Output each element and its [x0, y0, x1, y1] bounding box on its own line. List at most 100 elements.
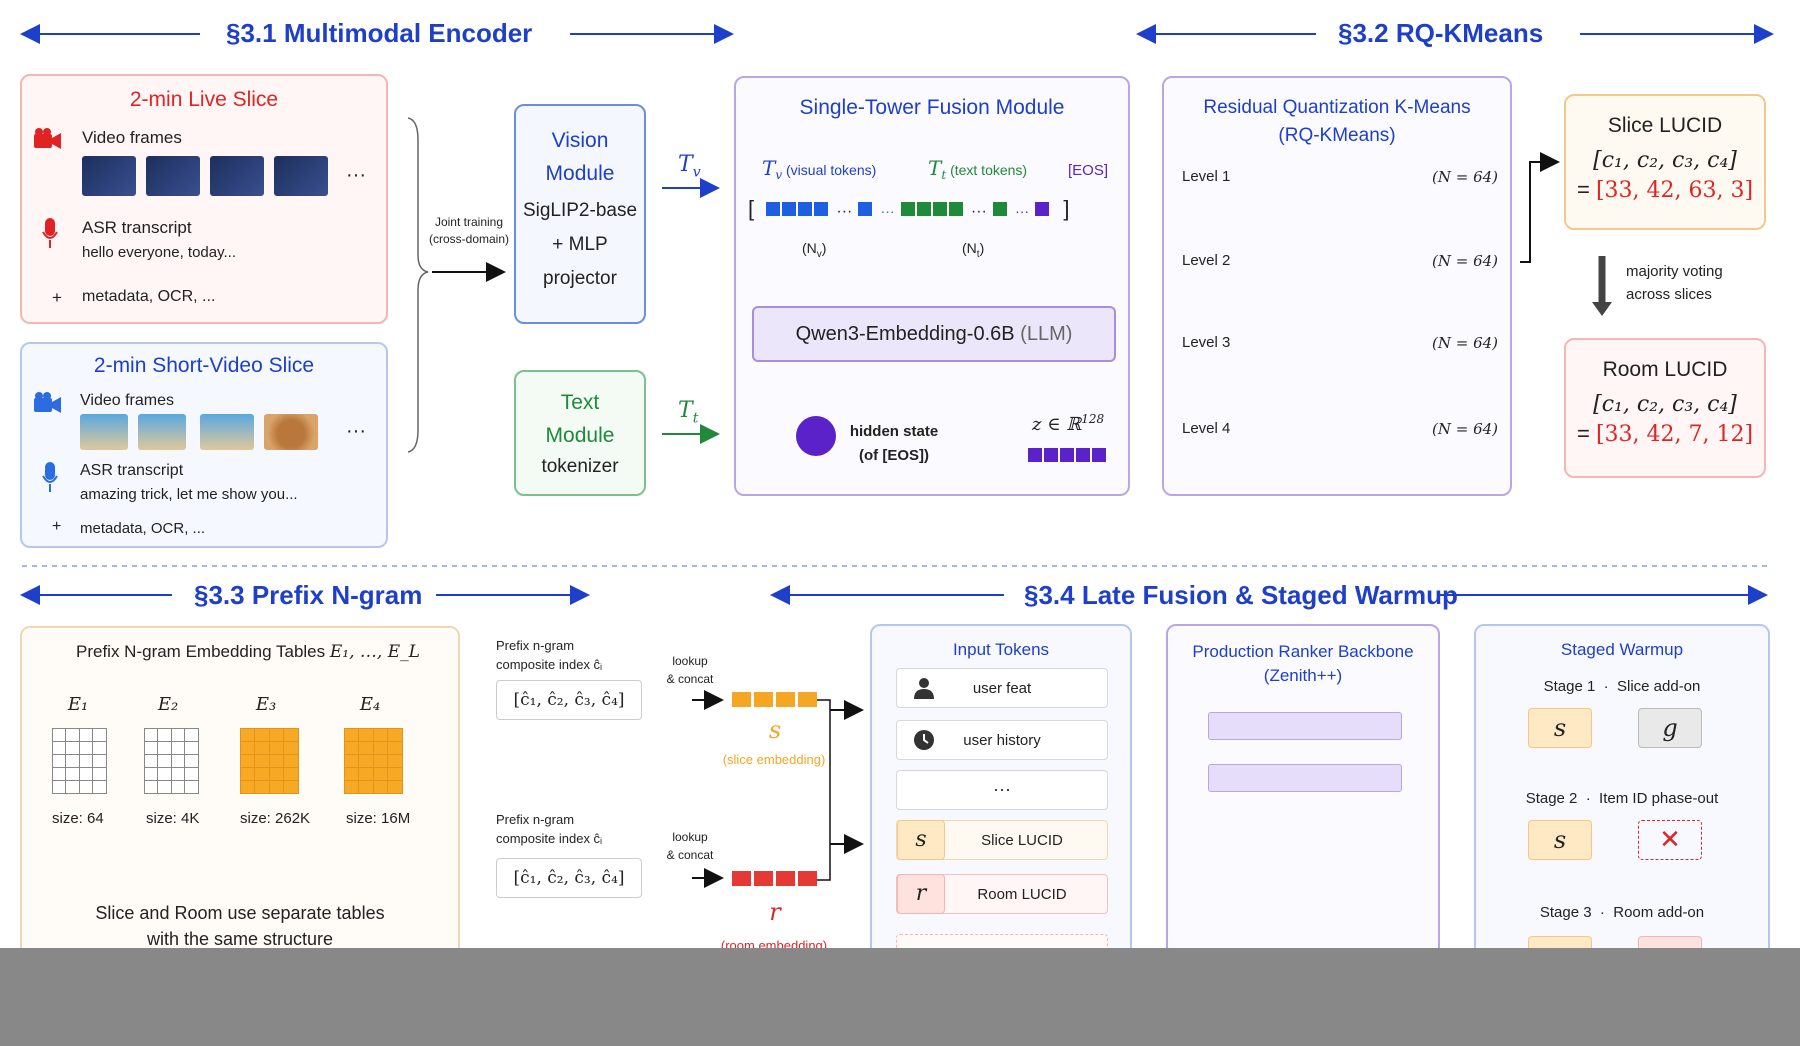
- token-user-feat: user feat: [896, 668, 1108, 708]
- rq-n-1: (N = 64): [1432, 168, 1499, 186]
- section-title-3-2: §3.2 RQ-KMeans: [1338, 18, 1544, 48]
- rq-level-1: Level 1: [1182, 168, 1231, 185]
- clock-icon: [913, 729, 935, 756]
- bottom-gray-band: [0, 948, 1800, 1046]
- token-sequence: [ ··· ··· ··· ··· ]: [748, 196, 1070, 221]
- video-frame-thumb: [274, 156, 328, 196]
- embedding-vector: [1028, 448, 1108, 467]
- room-lucid-values: = [33, 42, 7, 12]: [1576, 421, 1754, 447]
- section-title-3-4: §3.4 Late Fusion & Staged Warmup: [1024, 580, 1458, 610]
- token-room-lucid: r Room LUCID: [896, 874, 1108, 914]
- teddy-bear-thumb: [264, 414, 318, 450]
- composite-index-top: [ĉ₁, ĉ₂, ĉ₃, ĉ₄]: [496, 680, 642, 720]
- short-asr-text: amazing trick, let me show you...: [80, 486, 298, 503]
- brace: [407, 117, 429, 453]
- llm-box: Qwen3-Embedding-0.6B (LLM): [752, 306, 1116, 362]
- plus-icon: +: [52, 288, 62, 307]
- video-frame-thumb: [138, 414, 186, 450]
- embedding-table-e4: [343, 727, 403, 795]
- short-asr-label: ASR transcript: [80, 462, 184, 479]
- stage-1-item-badge: g: [1638, 708, 1702, 748]
- table-size-e2: size: 4K: [146, 810, 200, 827]
- fusion-title: Single-Tower Fusion Module: [799, 96, 1065, 119]
- text-module-box: Text Module tokenizer: [514, 370, 646, 496]
- token-slice-lucid: s Slice LUCID: [896, 820, 1108, 860]
- rq-n-4: (N = 64): [1432, 420, 1499, 438]
- room-lucid-title: Room LUCID: [1602, 358, 1728, 381]
- z-label: z ∈ ℝ128: [1032, 412, 1105, 435]
- video-camera-icon: [34, 392, 62, 414]
- frames-ellipsis: ···: [346, 164, 366, 186]
- microphone-icon: [42, 218, 58, 248]
- video-frame-thumb: [146, 156, 200, 196]
- slice-lucid-box: Slice LUCID [c₁, c₂, c₃, c₄] = [33, 42, …: [1564, 94, 1766, 230]
- composite-index-bottom: [ĉ₁, ĉ₂, ĉ₃, ĉ₄]: [496, 858, 642, 898]
- stage-2-slice-badge: s: [1528, 820, 1592, 860]
- staged-warmup-title: Staged Warmup: [1560, 640, 1684, 659]
- vision-module-box: Vision Module SigLIP2-base + MLP project…: [514, 104, 646, 324]
- input-tokens-title: Input Tokens: [952, 640, 1050, 659]
- table-name-e1: E₁: [67, 694, 89, 715]
- lookup-concat-top: lookup& concat: [666, 654, 714, 686]
- section-title-3-3: §3.3 Prefix N-gram: [194, 580, 423, 610]
- eos-label: [EOS]: [1068, 162, 1109, 179]
- stage-2-removed-icon: ✕: [1638, 820, 1702, 860]
- backbone-layer-top: [1208, 712, 1402, 740]
- prefix-tables-title: Prefix N-gram Embedding Tables E₁, …, E_…: [76, 642, 420, 662]
- fusion-module-box: Single-Tower Fusion Module Tv (visual to…: [734, 76, 1130, 496]
- short-meta: metadata, OCR, ...: [80, 520, 206, 537]
- user-icon: [913, 677, 935, 704]
- video-camera-icon: [34, 128, 62, 150]
- room-embedding-tokens: [732, 871, 820, 891]
- slice-lucid-values: = [33, 42, 63, 3]: [1576, 177, 1754, 203]
- rq-level-3: Level 3: [1182, 334, 1231, 351]
- text-tokens-label: Tt (text tokens): [928, 156, 1028, 182]
- stage-2-label: Stage 2 · Item ID phase-out: [1525, 790, 1719, 807]
- token-user-history: user history: [896, 720, 1108, 760]
- room-embedding-symbol: r: [769, 898, 781, 926]
- text-module-tokenizer: tokenizer: [541, 456, 619, 477]
- live-slice-title: 2-min Live Slice: [129, 88, 279, 111]
- live-asr-label: ASR transcript: [82, 218, 192, 237]
- table-size-e4: size: 16M: [346, 810, 411, 827]
- nv-label: (Nv): [802, 240, 827, 260]
- stage-1-slice-badge: s: [1528, 708, 1592, 748]
- live-asr-text: hello everyone, today...: [82, 244, 236, 261]
- video-frame-thumb: [200, 414, 254, 450]
- rq-n-3: (N = 64): [1432, 334, 1499, 352]
- backbone-title: Production Ranker Backbone(Zenith++): [1192, 642, 1414, 685]
- slice-embedding-tokens: [732, 692, 820, 712]
- frames-ellipsis: ···: [346, 420, 366, 442]
- rq-level-2: Level 2: [1182, 252, 1231, 269]
- rq-title: Residual Quantization K-Means(RQ-KMeans): [1203, 97, 1471, 146]
- room-lucid-box: Room LUCID [c₁, c₂, c₃, c₄] = [33, 42, 7…: [1564, 338, 1766, 478]
- video-frame-thumb: [210, 156, 264, 196]
- rq-kmeans-box: Residual Quantization K-Means(RQ-KMeans)…: [1162, 76, 1512, 496]
- short-video-label: Video frames: [80, 392, 174, 409]
- video-frame-thumb: [82, 156, 136, 196]
- rq-n-2: (N = 64): [1432, 252, 1499, 270]
- slice-lucid-codes: [c₁, c₂, c₃, c₄]: [1593, 148, 1737, 173]
- table-name-e4: E₄: [359, 694, 381, 715]
- visual-tokens-label: Tv (visual tokens): [762, 156, 877, 182]
- microphone-icon: [42, 462, 58, 492]
- section-title-3-1: §3.1 Multimodal Encoder: [226, 18, 533, 48]
- tt-label: Tt: [678, 398, 699, 427]
- embedding-table-e3: [239, 727, 299, 795]
- tv-label: Tv: [678, 152, 701, 181]
- table-size-e3: size: 262K: [240, 810, 311, 827]
- slice-lucid-title: Slice LUCID: [1607, 114, 1723, 137]
- table-size-e1: size: 64: [52, 810, 104, 827]
- nt-label: (Nt): [962, 240, 985, 260]
- hidden-state-label: hidden state(of [EOS]): [849, 423, 939, 464]
- slice-embedding-label: (slice embedding): [722, 752, 826, 767]
- stage-1-label: Stage 1 · Slice add-on: [1543, 678, 1701, 695]
- backbone-layer-second: [1208, 764, 1402, 792]
- table-name-e3: E₃: [255, 694, 277, 715]
- video-frame-thumb: [80, 414, 128, 450]
- short-slice-title: 2-min Short-Video Slice: [93, 354, 315, 377]
- vision-module-title: Vision: [551, 129, 609, 152]
